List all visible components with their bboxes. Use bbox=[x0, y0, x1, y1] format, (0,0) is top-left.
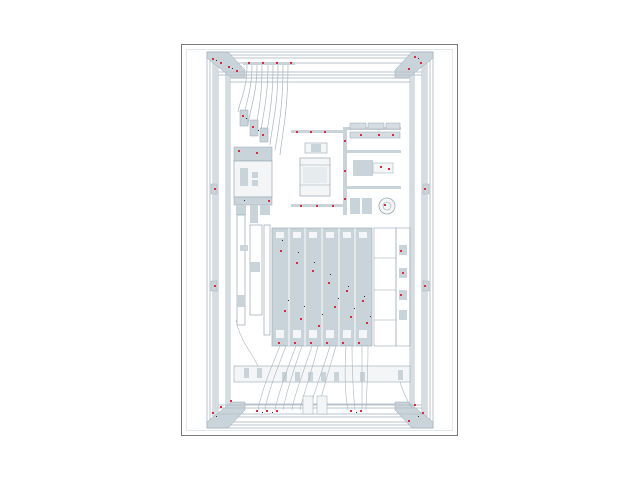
top-cable-entry bbox=[237, 62, 295, 156]
left-vertical-fills bbox=[237, 245, 260, 307]
side-rails bbox=[213, 63, 427, 417]
bottom-terminal-rail bbox=[233, 365, 411, 383]
power-supply bbox=[299, 157, 331, 197]
breaker-bank bbox=[271, 227, 373, 347]
connection-markers bbox=[212, 56, 426, 422]
controller-module bbox=[353, 160, 394, 176]
din-rail-1 bbox=[291, 130, 345, 133]
left-control-unit bbox=[233, 146, 273, 223]
top-right-modules bbox=[349, 122, 401, 139]
bottom-right-modules bbox=[350, 197, 396, 215]
right-relay-column bbox=[373, 227, 411, 347]
small-relay bbox=[304, 142, 328, 154]
bottom-cable-entry bbox=[302, 395, 328, 415]
fan-icon bbox=[378, 197, 396, 215]
wiring bbox=[235, 319, 413, 411]
sheet-inner-border bbox=[186, 49, 453, 431]
